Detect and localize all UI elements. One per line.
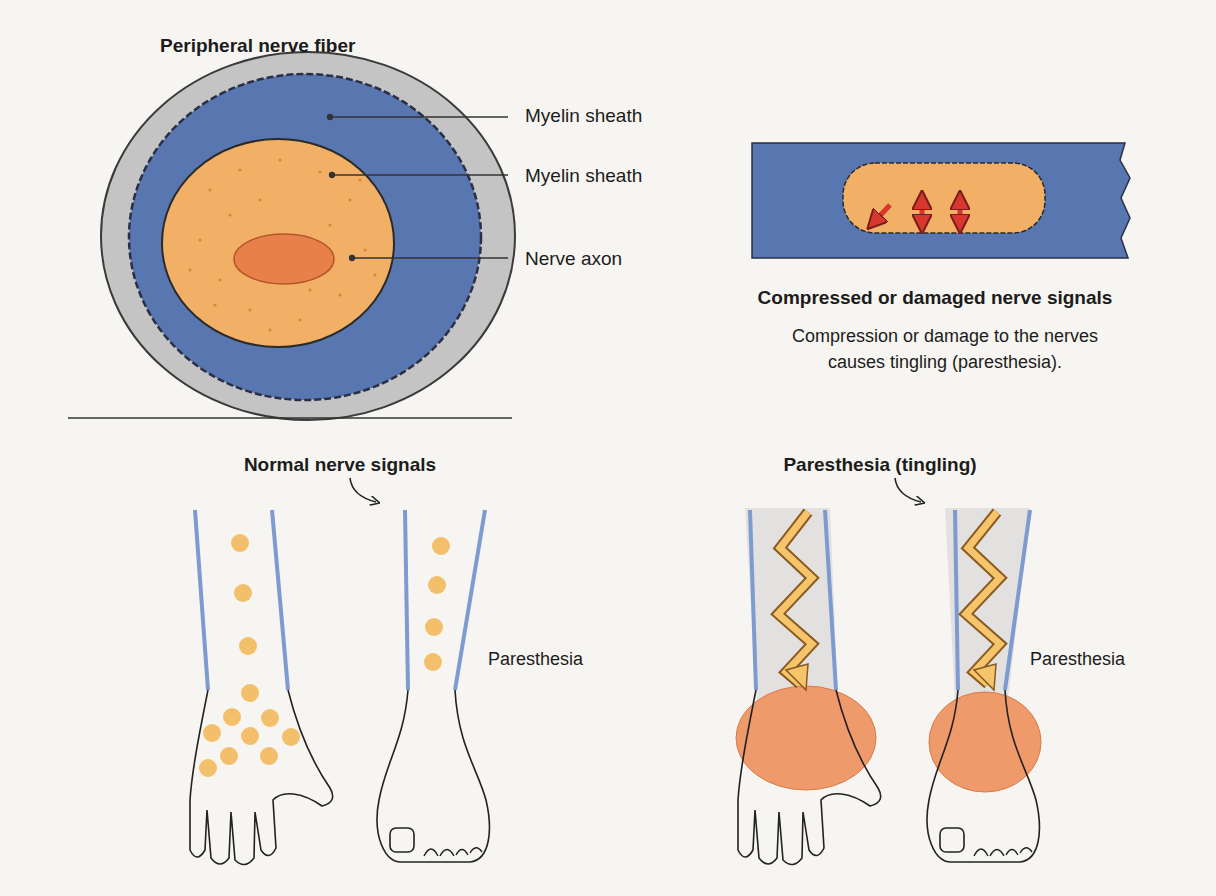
panel-heading: Paresthesia (tingling) <box>750 452 1010 478</box>
nerve-cross-section <box>68 52 515 420</box>
normal-hand <box>190 510 333 865</box>
leader-lines <box>328 115 509 261</box>
nerve-axon-core <box>234 234 334 284</box>
panel-heading: Compressed or damaged nerve signals <box>705 285 1165 311</box>
part-name: Paresthesia <box>1030 646 1190 672</box>
pressure-arrows <box>874 200 960 224</box>
part-name: Paresthesia <box>488 646 648 672</box>
compressed-nerve <box>752 143 1130 258</box>
ground-line <box>68 417 512 419</box>
tingling-hand <box>736 508 881 865</box>
tingling-foot <box>927 508 1041 862</box>
axoplasm <box>162 139 394 347</box>
pointer-arrow <box>350 478 376 502</box>
normal-foot <box>377 510 489 862</box>
panel-heading: Normal nerve signals <box>190 452 490 478</box>
part-name: Myelin sheath <box>525 163 725 189</box>
myelin-ring <box>129 74 481 400</box>
part-name: Nerve axon <box>525 246 725 272</box>
compressed-axon <box>843 163 1045 233</box>
pointer-arrow <box>895 478 921 502</box>
outer-sheath <box>101 52 515 420</box>
panel-heading: Peripheral nerve fiber <box>160 33 480 59</box>
description-note: Compression or damage to the nerves caus… <box>765 323 1125 375</box>
part-name: Myelin sheath <box>525 103 725 129</box>
nerve-band <box>752 143 1130 258</box>
axoplasm-dots <box>188 158 376 331</box>
